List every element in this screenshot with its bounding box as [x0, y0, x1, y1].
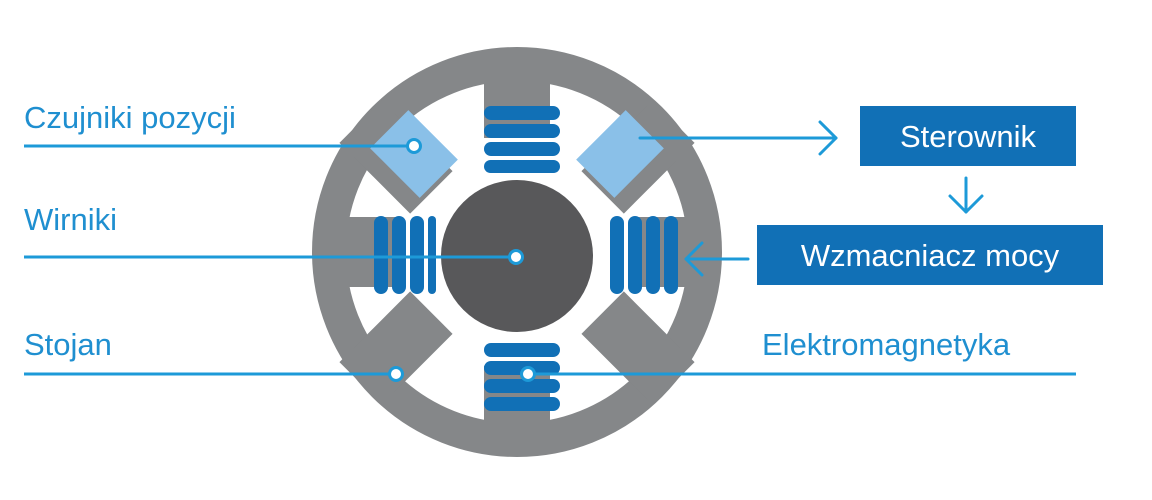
- arrow-to-motor: [684, 241, 750, 277]
- amplifier-box: Wzmacniacz mocy: [757, 225, 1103, 285]
- stator-pole-left: [330, 217, 402, 287]
- coil-right: [610, 216, 678, 294]
- leader-sensors-dot: [406, 138, 422, 154]
- sensor-top-right: [576, 110, 664, 198]
- leader-electromagnets-dot: [520, 366, 536, 382]
- label-stator: Stojan: [24, 327, 112, 362]
- label-position-sensors: Czujniki pozycji: [24, 100, 236, 135]
- leader-stator-dot: [388, 366, 404, 382]
- stator-ring: [312, 47, 722, 457]
- coil-top: [484, 106, 560, 173]
- coils: [374, 106, 678, 411]
- leader-rotors-dot: [508, 249, 524, 265]
- signal-arrows: [638, 120, 984, 277]
- arrow-controller-to-amplifier: [948, 176, 984, 214]
- stator-pole-bottom-left: [339, 291, 453, 405]
- arrow-to-controller: [638, 120, 838, 156]
- controller-box: Sterownik: [860, 106, 1076, 166]
- stator-pole-bottom-right: [581, 291, 695, 405]
- label-rotors: Wirniki: [24, 202, 117, 237]
- leader-lines: [24, 138, 1076, 382]
- coil-bottom: [484, 343, 560, 411]
- label-electromagnets: Elektromagnetyka: [762, 327, 1011, 362]
- coil-left: [374, 216, 436, 294]
